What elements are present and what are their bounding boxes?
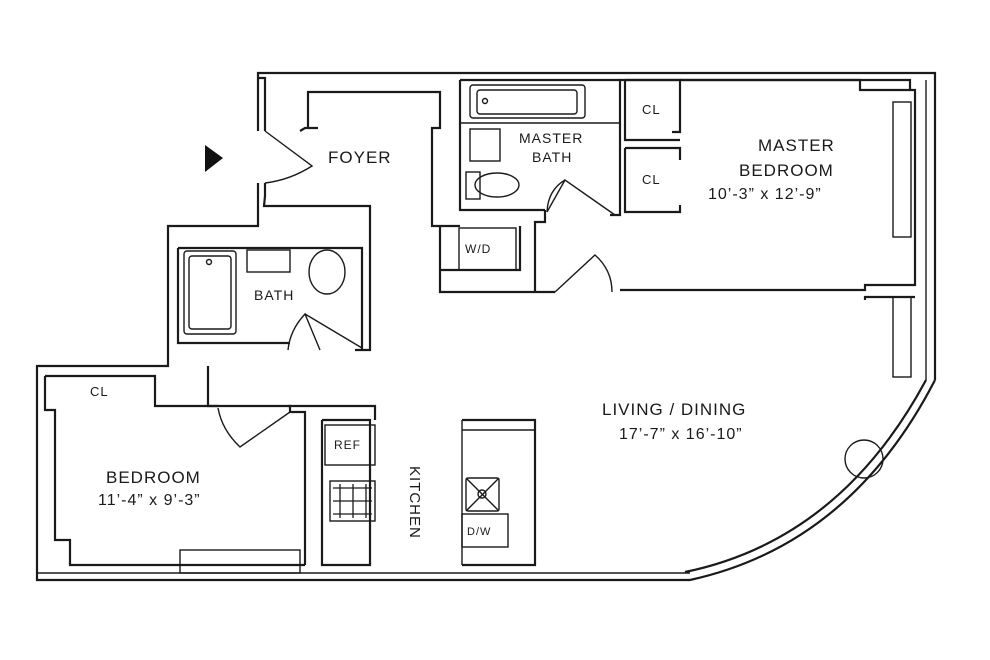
bath-label: BATH [254,287,294,303]
master-closet-label-1: CL [642,102,661,117]
bathtub-icon [183,250,237,335]
outer-walls [35,71,937,582]
washer-dryer-icon [458,227,517,271]
master-bath-label-1: MASTER [519,130,583,146]
bedroom-closet-label: CL [90,384,109,399]
column-icon [844,439,884,479]
refrigerator-label: REF [334,438,361,452]
master-bedroom-dimensions: 10’-3” x 12’-9” [708,186,822,203]
bath-toilet-icon [308,249,346,295]
master-closet-label-2: CL [642,172,661,187]
master-bedroom-label-1: MASTER [758,136,835,155]
master-toilet-icon [465,171,481,200]
living-dining-dimensions: 17’-7” x 16’-10” [619,426,743,443]
doors [217,130,616,448]
interior-walls [43,76,917,567]
dishwasher-icon [461,513,509,548]
master-bedroom-label-2: BEDROOM [739,161,834,180]
master-sink-icon [469,128,501,162]
kitchen-label: KITCHEN [406,466,423,539]
kitchen-sink-icon [465,477,500,512]
fixtures [183,84,884,548]
bedroom-label: BEDROOM [106,468,201,487]
washer-dryer-label: W/D [465,242,491,256]
bedroom-dimensions: 11’-4” x 9’-3” [98,492,201,509]
bath-sink-icon [246,249,291,273]
foyer-label: FOYER [328,148,392,167]
entry-arrow-icon [205,145,223,172]
master-bathtub-icon [469,84,586,119]
living-dining-label: LIVING / DINING [602,400,746,419]
master-bath-label-2: BATH [532,149,572,165]
stove-icon [329,480,376,522]
dishwasher-label: D/W [467,526,491,538]
refrigerator-icon [324,424,376,466]
